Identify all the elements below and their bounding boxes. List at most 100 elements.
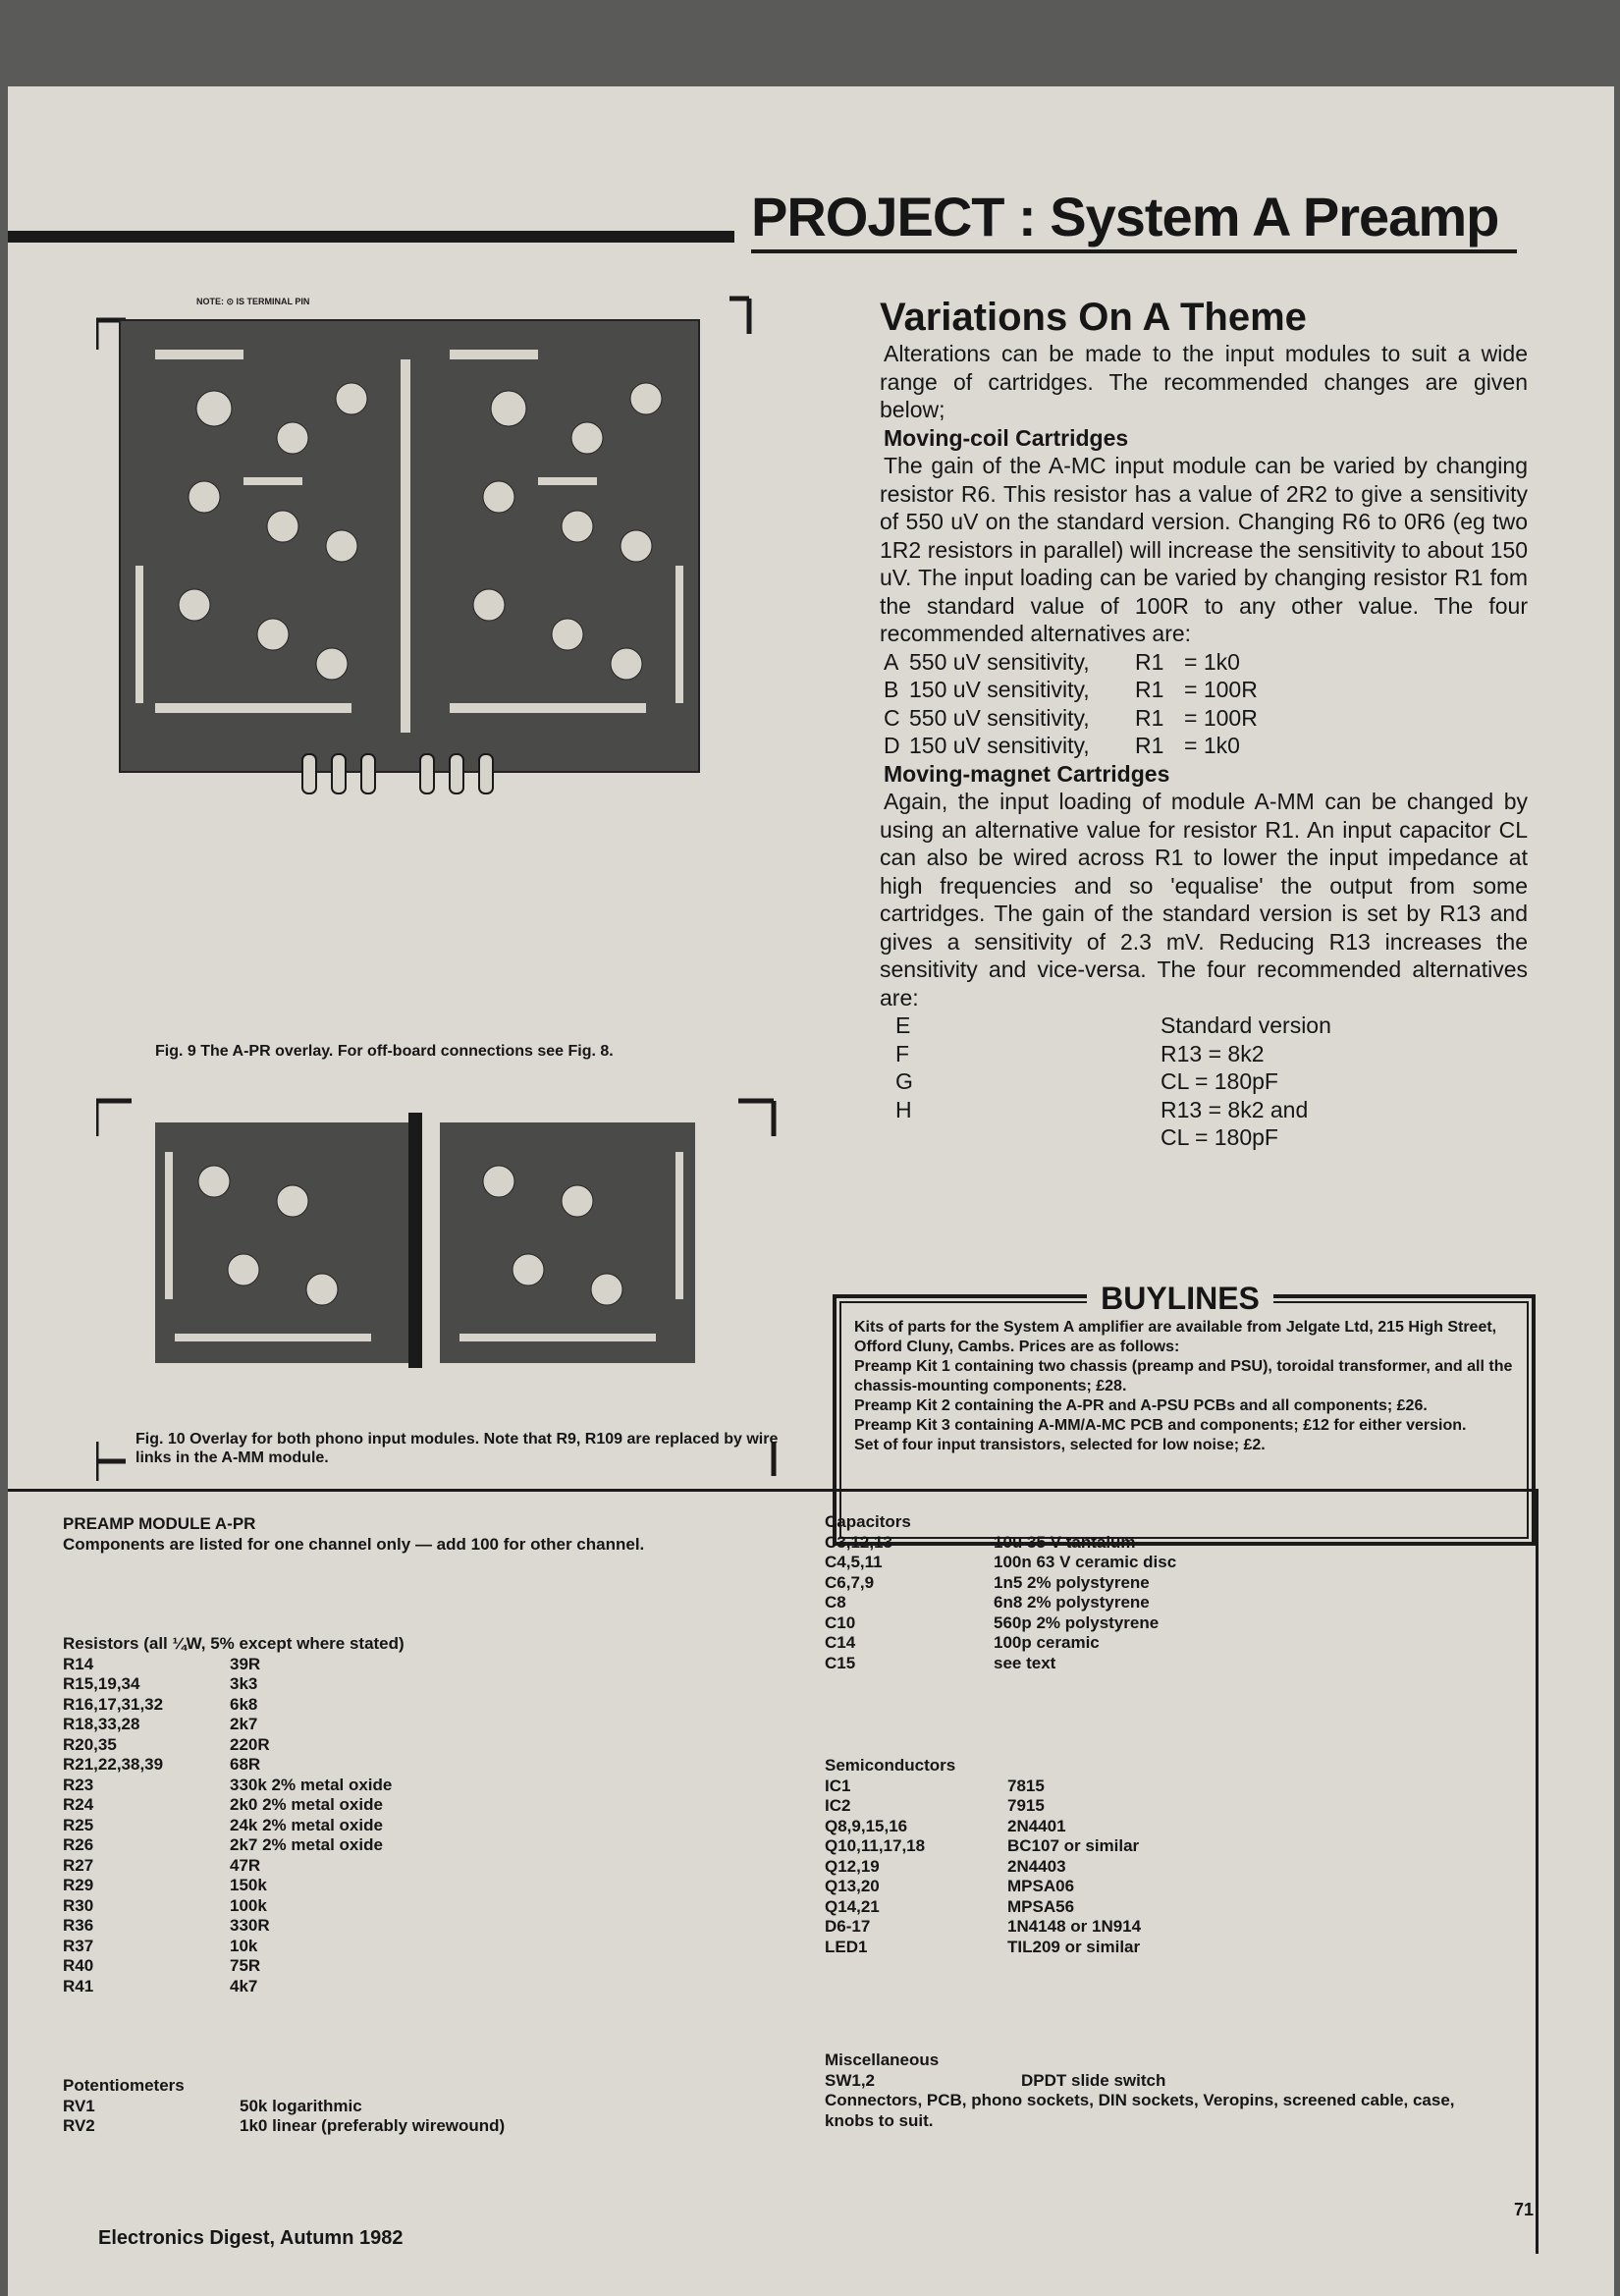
article-intro: Alterations can be made to the input mod… [880, 341, 1528, 422]
caps-heading: Capacitors [825, 1512, 911, 1531]
part-ref: C8 [825, 1593, 846, 1612]
part-ref: IC1 [825, 1776, 851, 1795]
buylines-line: Preamp Kit 3 containing A-MM/A-MC PCB an… [854, 1417, 1467, 1434]
mc-text: The gain of the A-MC input module can be… [880, 453, 1528, 646]
part-value: 2N4403 [1007, 1856, 1066, 1876]
terminal-pin-note: NOTE: ⊙ IS TERMINAL PIN [196, 297, 309, 306]
part-value: 68R [230, 1755, 261, 1774]
part-value: MPSA56 [1007, 1896, 1075, 1916]
pots-heading: Potentiometers [63, 2076, 185, 2095]
part-value: 39R [230, 1654, 261, 1673]
part-ref: R16,17,31,32 [63, 1694, 164, 1714]
part-row: R23 330k 2% metal oxide [63, 1776, 613, 1796]
pcb-overlay-drawing: NOTE: ⊙ IS TERMINAL PIN [93, 296, 752, 794]
part-value: 100p ceramic [994, 1633, 1100, 1652]
part-value: see text [994, 1653, 1056, 1672]
part-value: 560p 2% polystyrene [994, 1613, 1160, 1632]
part-value: 2k7 2% metal oxide [230, 1835, 383, 1854]
part-ref: R14 [63, 1654, 94, 1673]
header-underline [751, 249, 1517, 253]
part-ref: SW1,2 [825, 2070, 876, 2090]
part-ref: R26 [63, 1835, 94, 1854]
part-ref: R41 [63, 1976, 94, 1995]
part-value: 10k [230, 1936, 258, 1955]
part-row: Q14,21 MPSA56 [825, 1897, 1375, 1918]
part-value: 7915 [1007, 1796, 1045, 1815]
part-ref: R40 [63, 1956, 94, 1975]
part-ref: Q8,9,15,16 [825, 1816, 908, 1835]
part-ref: D6-17 [825, 1917, 871, 1936]
module-note: Components are listed for one channel on… [63, 1534, 645, 1554]
part-ref: R24 [63, 1795, 94, 1814]
part-value: 2N4401 [1007, 1816, 1066, 1835]
part-ref: C4,5,11 [825, 1553, 883, 1571]
part-value: 100k [230, 1895, 267, 1915]
misc-note: Connectors, PCB, phono sockets, DIN sock… [825, 2091, 1455, 2130]
buylines-title: BUYLINES [1087, 1281, 1273, 1316]
fig10-caption: Fig. 10 Overlay for both phono input mod… [135, 1431, 779, 1466]
buylines-line: Preamp Kit 1 containing two chassis (pre… [854, 1358, 1513, 1394]
part-ref: R27 [63, 1855, 94, 1875]
part-value: 6k8 [230, 1694, 258, 1714]
part-row: R26 2k7 2% metal oxide [63, 1835, 613, 1856]
part-ref: Q14,21 [825, 1896, 880, 1916]
part-row: D6-17 1N4148 or 1N914 [825, 1917, 1375, 1938]
part-value: 1k0 linear (preferably wirewound) [240, 2116, 506, 2135]
article-title: Variations On A Theme [880, 296, 1307, 339]
part-value: 6n8 2% polystyrene [994, 1593, 1150, 1612]
part-row: R14 39R [63, 1655, 613, 1675]
part-ref: R23 [63, 1775, 94, 1794]
part-value: TIL209 or similar [1007, 1937, 1141, 1956]
resistors-heading: Resistors (all ¼W, 5% except where state… [63, 1634, 405, 1653]
page-number: 71 [1514, 2200, 1535, 2219]
part-value: 50k logarithmic [240, 2096, 362, 2115]
part-value: 3k3 [230, 1674, 258, 1693]
part-value: 2k7 [230, 1715, 258, 1733]
magazine-page: PROJECT : System A Preamp NOTE: ⊙ IS TER… [8, 86, 1614, 2296]
semis-heading: Semiconductors [825, 1756, 956, 1775]
part-value: 1N4148 or 1N914 [1007, 1917, 1142, 1936]
part-value: 330R [230, 1916, 270, 1935]
mm-text: Again, the input loading of module A-MM … [880, 789, 1528, 1011]
part-row: C14 100p ceramic [825, 1633, 1375, 1654]
part-ref: RV2 [63, 2116, 95, 2135]
mc-alternative-row: A 550 uV sensitivity, R1 = 1k0 [884, 648, 1240, 675]
misc-heading: Miscellaneous [825, 2050, 940, 2069]
module-title: PREAMP MODULE A-PR [63, 1514, 256, 1533]
resistor-list: Resistors (all ¼W, 5% except where state… [63, 1634, 613, 1996]
part-value: 4k7 [230, 1976, 258, 1995]
fig9-overlay: NOTE: ⊙ IS TERMINAL PIN [93, 291, 764, 801]
parts-list-box [8, 1489, 1539, 2254]
part-ref: R36 [63, 1916, 94, 1935]
mc-heading: Moving-coil Cartridges [884, 424, 1129, 451]
part-ref: Q13,20 [825, 1877, 880, 1895]
part-value: 330k 2% metal oxide [230, 1775, 393, 1794]
mc-alternative-row: B 150 uV sensitivity, R1 = 100R [884, 677, 1258, 702]
article-column: Variations On A Theme Alterations can be… [880, 295, 1528, 1152]
part-value: BC107 or similar [1007, 1836, 1140, 1855]
part-ref: C14 [825, 1633, 856, 1652]
part-ref: R25 [63, 1815, 94, 1834]
